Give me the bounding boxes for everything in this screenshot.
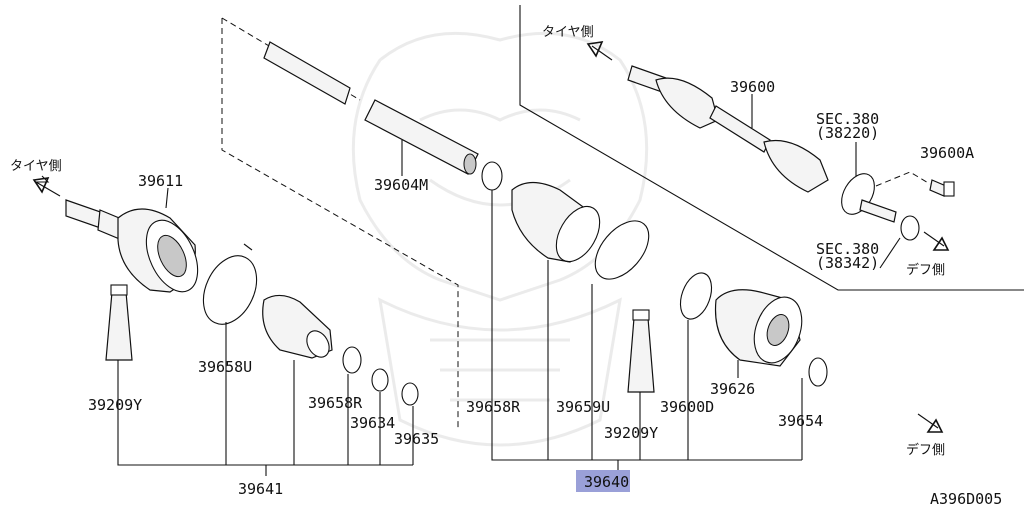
snap-ring-39600D (679, 272, 713, 320)
label-diff-side-bottom: デフ側 (906, 442, 945, 458)
leader-lines (117, 94, 901, 476)
band-39658R-left (342, 346, 362, 374)
label-39659U[interactable]: 39659U (556, 398, 610, 416)
label-39209Y-left[interactable]: 39209Y (88, 396, 142, 414)
label-sec380-a[interactable]: SEC.380 (816, 110, 879, 128)
outer-joint-39611 (65, 199, 199, 293)
grease-tube-39209Y-left (105, 284, 133, 361)
right-section-divider (519, 5, 1024, 291)
label-39600A[interactable]: 39600A (920, 144, 974, 162)
label-39600D[interactable]: 39600D (660, 398, 714, 416)
label-39654[interactable]: 39654 (778, 412, 823, 430)
label-sec380-a-ref: (38220) (816, 124, 879, 142)
band-39658R-mid (481, 161, 503, 191)
figure-code: A396D005 (930, 490, 1002, 508)
snap-ring-39654 (808, 357, 828, 387)
grease-tube-39209Y-mid (627, 309, 655, 393)
label-39634[interactable]: 39634 (350, 414, 395, 432)
label-tire-side-left: タイヤ側 (10, 159, 62, 174)
boot-mid (511, 181, 601, 263)
dashed-group-outline (221, 17, 459, 430)
band-39658U (202, 255, 258, 325)
bolt-39600A (929, 179, 955, 197)
label-39641[interactable]: 39641 (238, 480, 283, 498)
label-sec380-b[interactable]: SEC.380 (816, 240, 879, 258)
watermark-emblem (351, 31, 649, 447)
flange-sec380-38220 (841, 173, 897, 223)
seal-sec380-38342 (900, 215, 920, 241)
part-39640-highlight[interactable] (576, 470, 630, 492)
label-39640[interactable]: 39640 (584, 473, 629, 491)
boot-left (262, 294, 333, 359)
arrow-diff-bottom-icon (917, 413, 944, 433)
band-tab (243, 243, 253, 251)
label-39658R-mid[interactable]: 39658R (466, 398, 521, 416)
label-39600[interactable]: 39600 (730, 78, 775, 96)
snap-ring-39635 (401, 382, 419, 406)
label-39611[interactable]: 39611 (138, 172, 183, 190)
label-sec380-b-ref: (38342) (816, 254, 879, 272)
label-39604M[interactable]: 39604M (374, 176, 428, 194)
arrow-tire-top-icon (586, 41, 613, 61)
snap-ring-39634 (371, 368, 389, 392)
shaft-39604M (263, 41, 479, 175)
arrow-tire-left-icon (32, 175, 61, 197)
label-tire-side-top: タイヤ側 (542, 25, 594, 40)
label-39209Y-mid[interactable]: 39209Y (604, 424, 658, 442)
label-39658U[interactable]: 39658U (198, 358, 252, 376)
bolt-leader (875, 171, 931, 187)
arrow-diff-right-icon (923, 231, 950, 251)
label-39626[interactable]: 39626 (710, 380, 755, 398)
drive-shaft-39600 (627, 65, 829, 193)
band-39659U (594, 220, 650, 280)
label-39635[interactable]: 39635 (394, 430, 439, 448)
housing-39626 (714, 289, 803, 367)
label-39658R-left[interactable]: 39658R (308, 394, 363, 412)
label-diff-side-right: デフ側 (906, 262, 945, 278)
